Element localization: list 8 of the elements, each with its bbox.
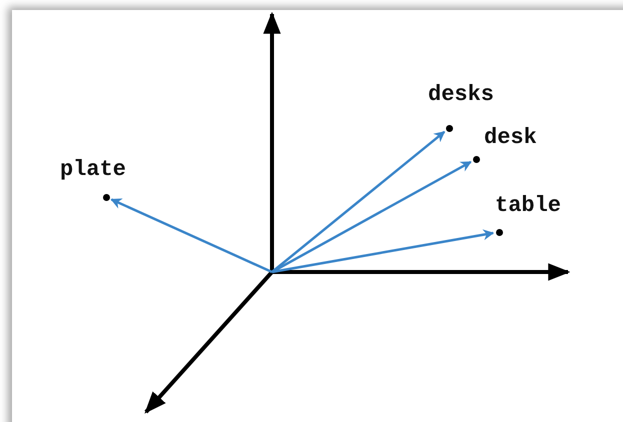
word-label: desk: [484, 127, 537, 149]
vector-arrow: [271, 160, 472, 274]
word-label: desks: [428, 84, 494, 106]
vector-arrow: [271, 130, 446, 273]
word-label: plate: [60, 159, 126, 181]
word-label: table: [495, 195, 562, 217]
vector-arrow: [110, 198, 273, 274]
vector-arrow: [272, 229, 494, 274]
